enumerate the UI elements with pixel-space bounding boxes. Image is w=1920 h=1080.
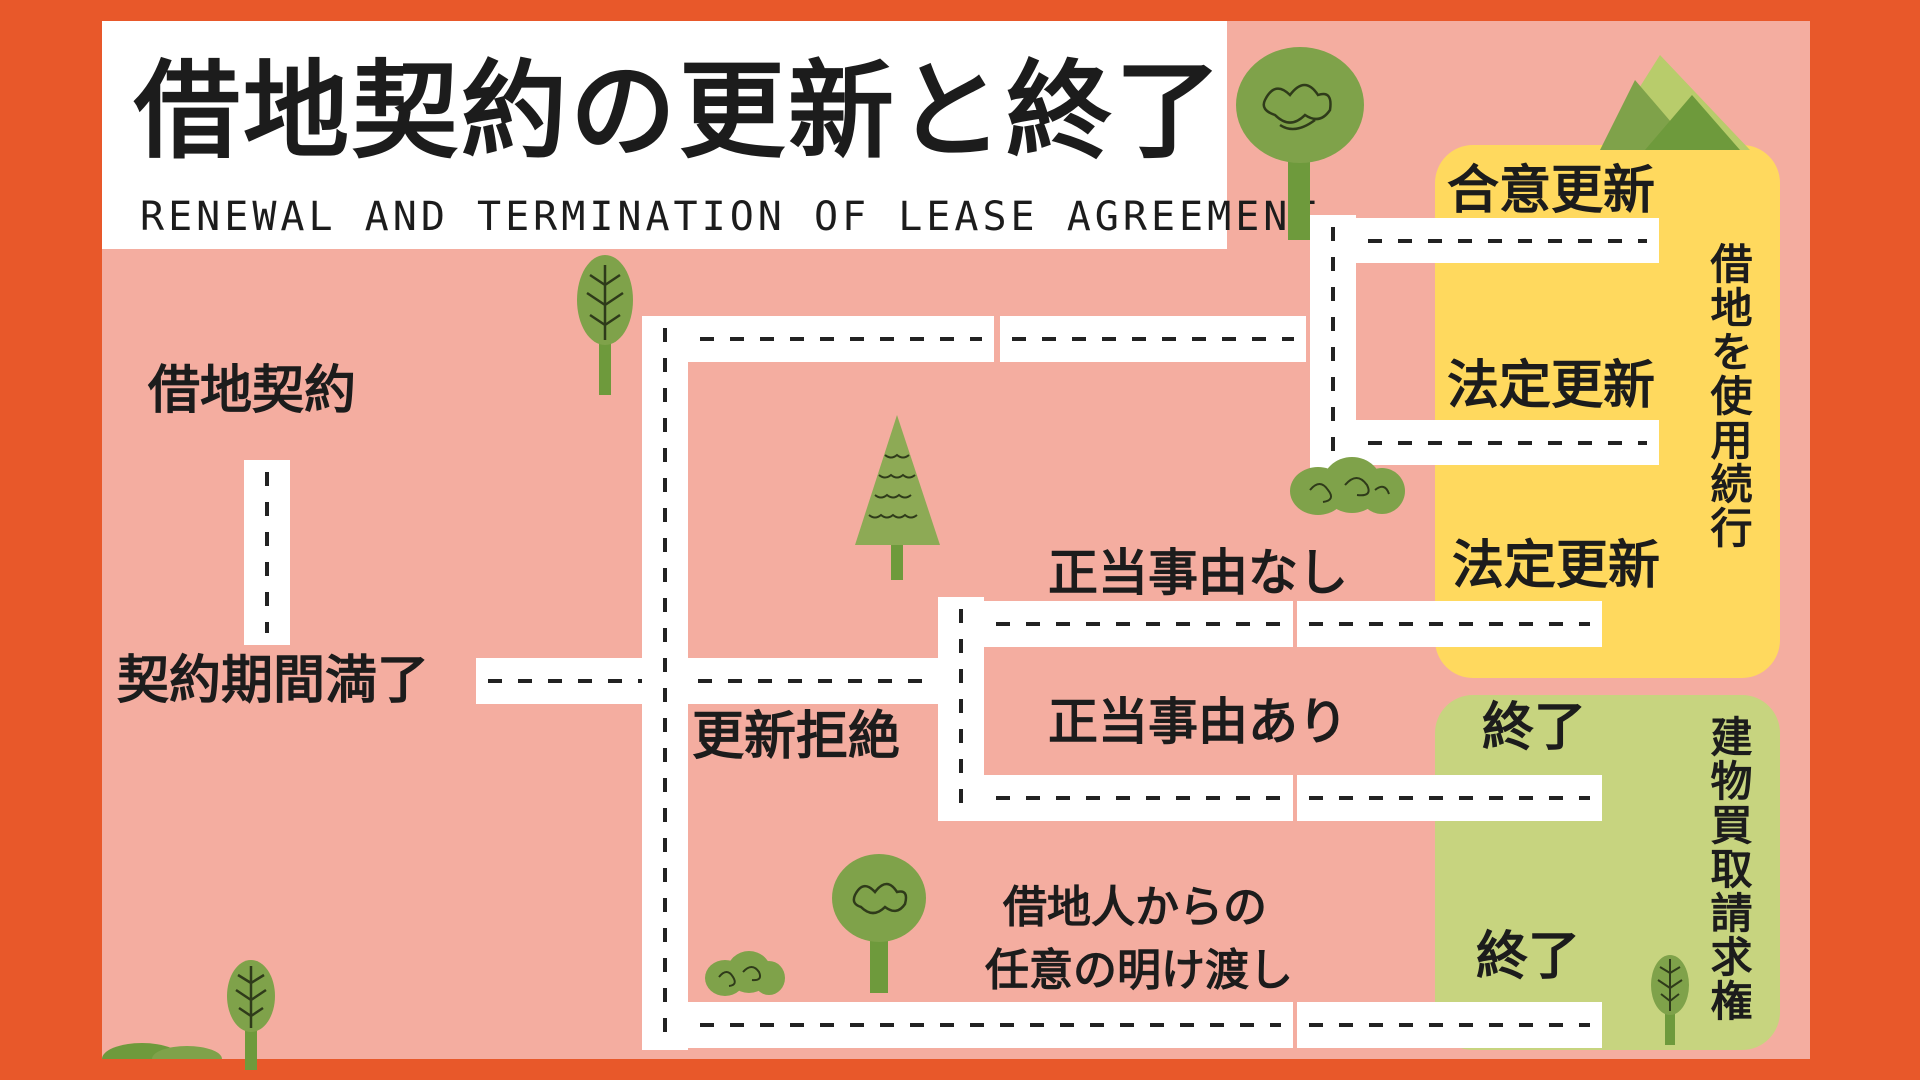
outcome-statutory-renewal-2: 法定更新 xyxy=(1452,536,1661,596)
leaf-tree-icon xyxy=(227,960,275,1070)
road-just-cause-b xyxy=(1297,775,1602,821)
road-surrender-a xyxy=(688,1002,1293,1048)
road-to-statutory-renewal-1 xyxy=(1356,420,1659,465)
side-label-continued-use: 借地を使用続行 xyxy=(1704,242,1753,550)
node-lease-contract: 借地契約 xyxy=(148,361,357,421)
road-expiry-to-junction xyxy=(476,658,976,704)
title-box xyxy=(102,21,1227,249)
outcome-agreed-renewal: 合意更新 xyxy=(1447,161,1656,221)
node-voluntary-surrender: 借地人からの 任意の明け渡し xyxy=(985,882,1293,998)
bush-icon xyxy=(1290,457,1405,515)
road-no-just-cause-b xyxy=(1297,601,1602,647)
outcome-termination-1: 終了 xyxy=(1482,698,1587,758)
road-upper-branch-a xyxy=(688,316,994,362)
pine-tree-icon xyxy=(855,415,940,580)
page-subtitle: RENEWAL AND TERMINATION OF LEASE AGREEME… xyxy=(140,194,1320,240)
road-upper-branch-b xyxy=(1000,316,1306,362)
hills-icon xyxy=(1600,55,1750,150)
road-to-agreed-renewal xyxy=(1356,218,1659,263)
road-no-just-cause-a xyxy=(984,601,1293,647)
node-just-cause: 正当事由あり xyxy=(1048,693,1348,751)
oak-tree-icon xyxy=(1236,47,1364,240)
hills-icon xyxy=(102,1043,222,1059)
page-title: 借地契約の更新と終了 xyxy=(134,50,1224,173)
bush-icon xyxy=(705,951,785,996)
road-surrender-b xyxy=(1297,1002,1602,1048)
road-contract-to-expiry xyxy=(244,460,290,645)
outcome-termination-2: 終了 xyxy=(1476,927,1581,987)
oak-tree-icon xyxy=(832,854,926,993)
road-just-cause-a xyxy=(984,775,1293,821)
node-voluntary-surrender-line-2: 任意の明け渡し xyxy=(985,944,1293,996)
node-voluntary-surrender-line-1: 借地人からの xyxy=(1003,882,1267,933)
leaf-tree-icon xyxy=(577,255,633,395)
side-label-building-purchase-claim: 建物買取請求権 xyxy=(1704,715,1753,1023)
node-renewal-refusal: 更新拒絶 xyxy=(692,707,901,767)
termination-box xyxy=(1435,695,1780,1050)
road-main-trunk xyxy=(642,316,688,1050)
outcome-statutory-renewal-1: 法定更新 xyxy=(1447,356,1656,416)
node-term-expiry: 契約期間満了 xyxy=(117,651,430,711)
node-no-just-cause: 正当事由なし xyxy=(1048,544,1348,602)
road-refusal-split xyxy=(938,597,984,821)
road-renewal-split xyxy=(1310,215,1356,470)
leaf-tree-icon xyxy=(1651,955,1689,1045)
